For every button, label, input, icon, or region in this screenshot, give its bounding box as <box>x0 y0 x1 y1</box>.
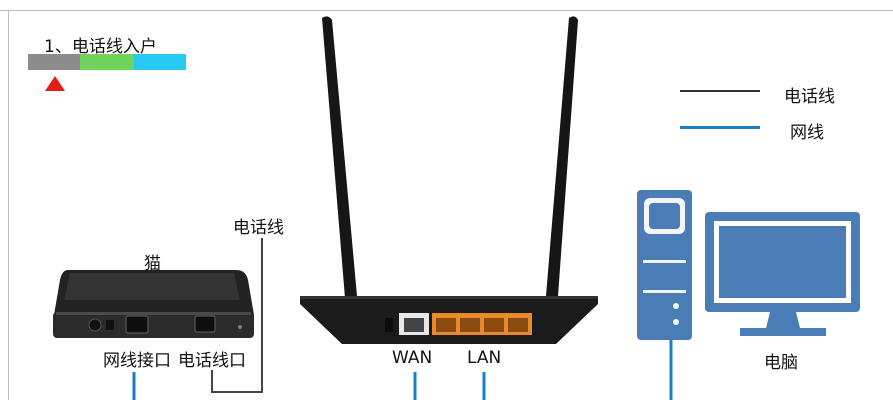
legend-network-line-swatch <box>680 126 760 129</box>
computer-tower <box>637 190 692 340</box>
computer-label: 电脑 <box>764 353 798 373</box>
step-title: 1、电话线入户 <box>44 37 157 57</box>
progress-segment-3 <box>134 54 186 70</box>
progress-segment-2 <box>80 54 134 70</box>
legend-phone-line-label: 电话线 <box>784 87 835 107</box>
network-cables <box>132 340 673 400</box>
current-step-marker-icon <box>45 76 65 91</box>
router-wan-label: WAN <box>392 348 433 368</box>
modem-device <box>53 270 254 338</box>
router-device <box>300 296 598 344</box>
frame-left <box>8 10 9 400</box>
legend-phone-line-swatch <box>680 90 760 92</box>
router-lan-label: LAN <box>467 348 502 368</box>
modem-network-port-label: 网线接口 <box>103 351 171 371</box>
phone-line-path <box>211 238 263 393</box>
legend-network-line-label: 网线 <box>790 123 824 143</box>
frame-top <box>0 10 893 11</box>
phone-line-label: 电话线 <box>233 218 284 238</box>
router-antennas <box>322 16 578 299</box>
modem-phone-port-label: 电话线口 <box>178 351 246 371</box>
progress-segment-1 <box>28 54 80 70</box>
modem-label: 猫 <box>144 254 161 274</box>
computer-monitor <box>705 212 860 336</box>
